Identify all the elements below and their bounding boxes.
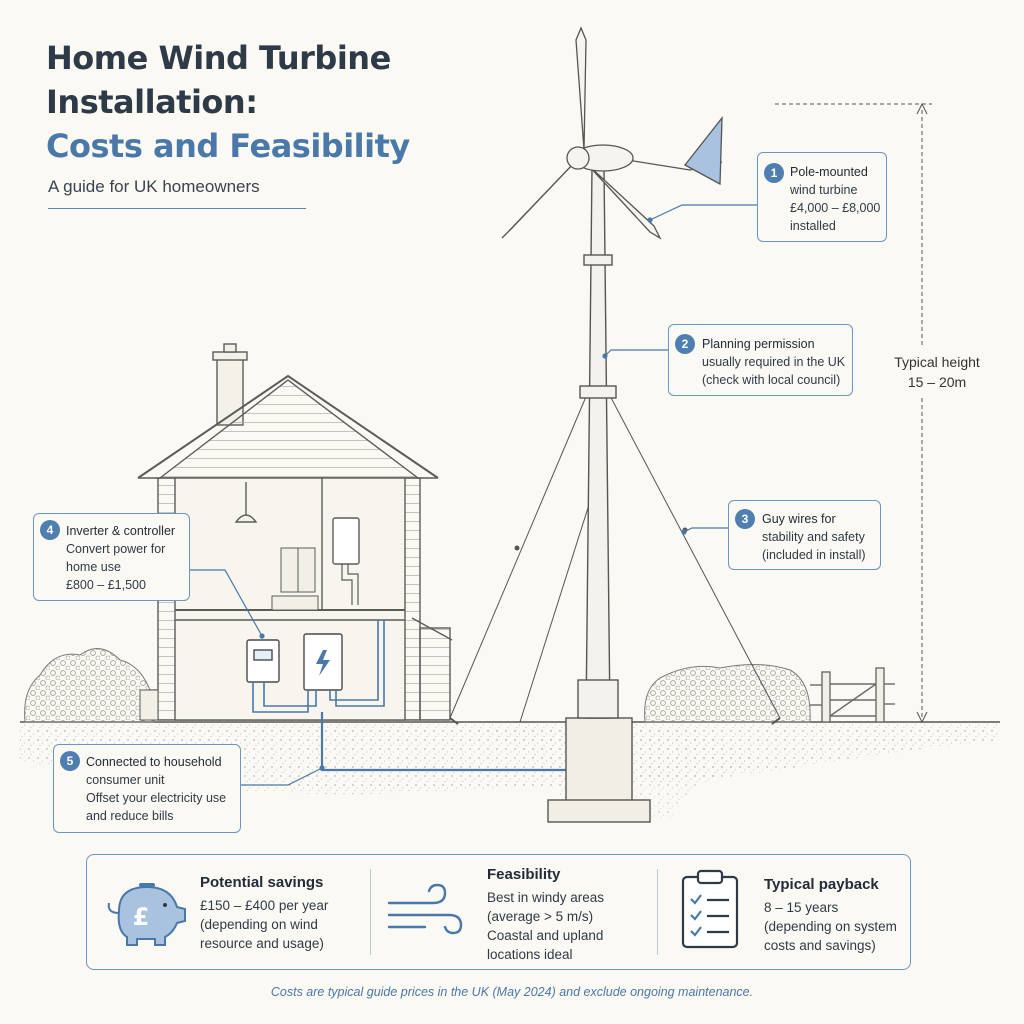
callout-number: 2 — [675, 334, 695, 354]
callout-number: 4 — [40, 520, 60, 540]
summary-savings: Potential savings £150 – £400 per year (… — [200, 873, 328, 953]
subtitle-underline — [48, 208, 306, 209]
callout-number: 5 — [60, 751, 80, 771]
summary-savings-line: (depending on wind — [200, 917, 318, 932]
callout-line: Planning permission — [702, 337, 815, 351]
fence-gate — [810, 667, 895, 723]
height-label-title: Typical height — [894, 354, 980, 370]
turbine-rotor — [501, 26, 723, 240]
hedge-right — [644, 663, 811, 723]
callout-line: Convert power for — [66, 542, 166, 556]
callout-line: home use — [66, 560, 121, 574]
callout-line: £800 – £1,500 — [66, 578, 146, 592]
summary-feasibility-line: (average > 5 m/s) — [487, 909, 594, 924]
callout-line: (check with local council) — [702, 373, 841, 387]
callout-line: Guy wires for — [762, 512, 836, 526]
callout-line: wind turbine — [790, 183, 858, 197]
callout-line: usually required in the UK — [702, 355, 846, 369]
summary-payback-line: costs and savings) — [764, 938, 876, 953]
pound-symbol: £ — [133, 903, 150, 931]
callout-planning: 2 Planning permission usually required i… — [668, 324, 853, 396]
summary-savings-heading: Potential savings — [200, 874, 324, 891]
callout-line: stability and safety — [762, 530, 865, 544]
footnote: Costs are typical guide prices in the UK… — [270, 985, 754, 999]
callout-guy-wires: 3 Guy wires for stability and safety (in… — [728, 500, 881, 570]
callout-consumer-unit: 5 Connected to household consumer unit O… — [53, 744, 241, 833]
summary-divider — [370, 869, 371, 955]
summary-panel: £ Potential savings £150 – £400 per year… — [86, 854, 911, 970]
summary-feasibility: Feasibility Best in windy areas (average… — [487, 865, 604, 964]
callout-turbine: 1 Pole-mounted wind turbine £4,000 – £8,… — [757, 152, 887, 242]
title-line-3: Costs and Feasibility — [46, 127, 410, 165]
callout-line: Offset your electricity use — [86, 791, 227, 805]
summary-payback-line: 8 – 15 years — [764, 900, 839, 915]
title-line-2: Installation: — [46, 83, 258, 121]
callout-line: consumer unit — [86, 773, 165, 787]
clipboard-checklist-icon — [681, 869, 739, 949]
summary-feasibility-heading: Feasibility — [487, 866, 561, 883]
inverter-controller-units — [246, 620, 385, 713]
subtitle: A guide for UK homeowners — [48, 177, 260, 196]
callout-line: Inverter & controller — [66, 524, 176, 538]
summary-feasibility-line: Coastal and upland — [487, 928, 604, 943]
summary-payback-line: (depending on system — [764, 919, 897, 934]
wind-icon — [387, 883, 463, 935]
piggy-bank-icon: £ — [107, 883, 186, 946]
summary-divider — [657, 869, 658, 955]
callout-line: Connected to household — [86, 755, 222, 769]
summary-payback-heading: Typical payback — [764, 876, 879, 893]
callout-inverter: 4 Inverter & controller Convert power fo… — [33, 513, 190, 601]
page-title: Home Wind Turbine Installation: Costs an… — [46, 36, 410, 168]
summary-feasibility-line: Best in windy areas — [487, 890, 605, 905]
guy-wires — [449, 391, 781, 725]
callout-number: 1 — [764, 163, 784, 183]
callout-number: 3 — [735, 509, 755, 529]
callout-line: Pole-mounted — [790, 165, 868, 179]
turbine-pole — [577, 167, 619, 719]
callout-line: £4,000 – £8,000 — [790, 201, 881, 215]
height-dimension — [775, 102, 932, 724]
summary-payback: Typical payback 8 – 15 years (depending … — [764, 875, 897, 955]
summary-feasibility-line: locations ideal — [487, 947, 573, 962]
hedge-left — [24, 648, 156, 723]
callout-line: installed — [790, 219, 836, 233]
callout-line: (included in install) — [762, 548, 866, 562]
summary-savings-line: resource and usage) — [200, 936, 324, 951]
callout-leaders — [190, 204, 757, 786]
summary-savings-line: £150 – £400 per year — [200, 898, 329, 913]
callout-line: and reduce bills — [86, 809, 174, 823]
height-label-value: 15 – 20m — [907, 374, 967, 390]
title-line-1: Home Wind Turbine — [46, 39, 391, 77]
height-label: Typical height 15 – 20m — [882, 352, 992, 392]
house — [137, 343, 453, 721]
